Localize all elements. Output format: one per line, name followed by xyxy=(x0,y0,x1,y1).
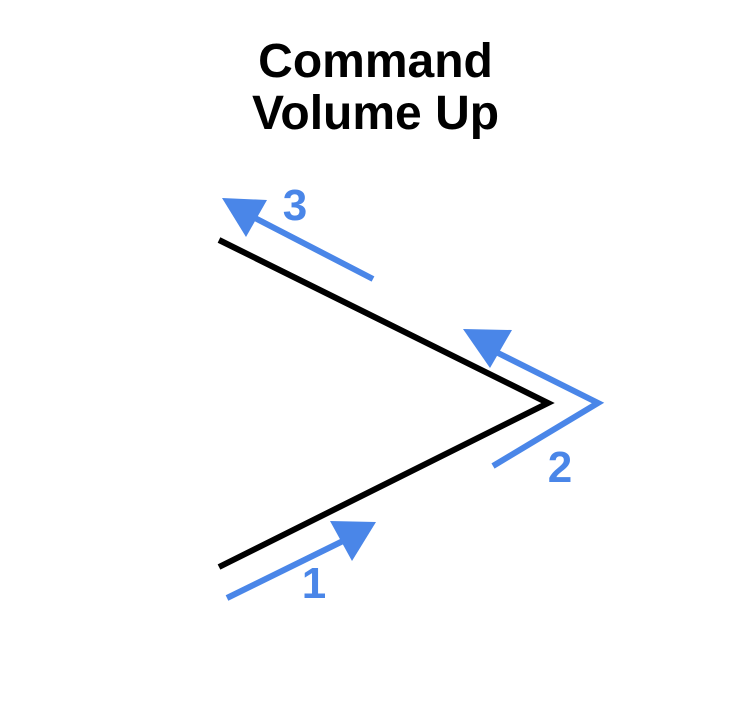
gesture-path xyxy=(217,237,555,570)
step-3-label: 3 xyxy=(283,181,307,230)
gesture-title-line-2: Volume Up xyxy=(251,87,500,140)
gesture-title: Command Volume Up xyxy=(0,36,751,140)
step-1-arrow-icon xyxy=(225,521,376,601)
gesture-title-line-1: Command xyxy=(258,35,493,88)
step-1-label: 1 xyxy=(302,559,326,608)
step-2-arrow-icon xyxy=(463,329,605,469)
step-2-label: 2 xyxy=(548,443,572,492)
step-3-arrow-icon xyxy=(222,198,375,282)
